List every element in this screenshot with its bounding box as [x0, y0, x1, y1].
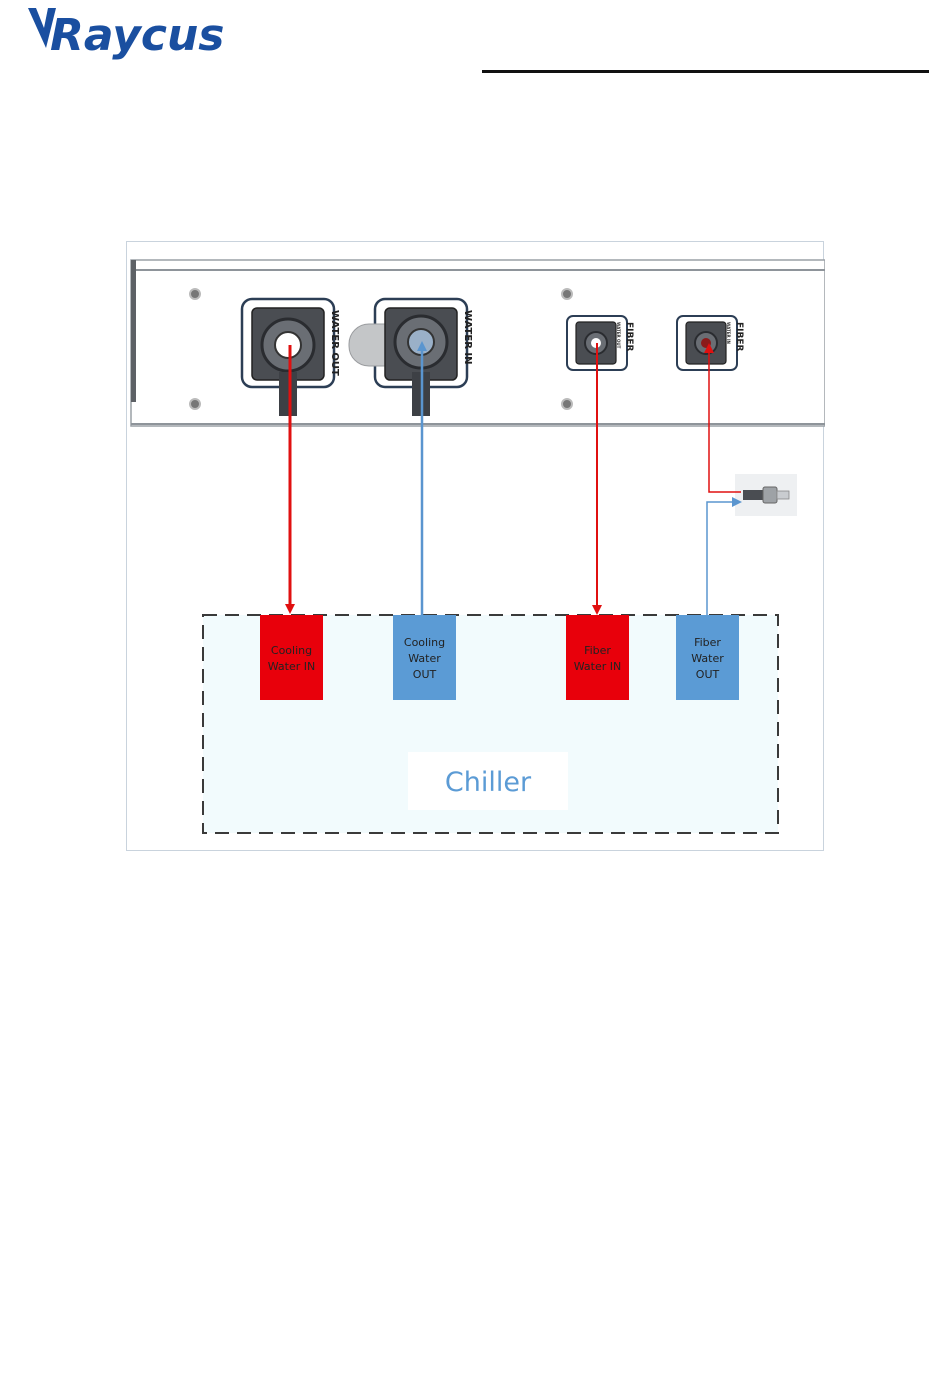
chiller-port-label-line: Cooling	[404, 636, 445, 649]
chiller-port-label-line: OUT	[413, 668, 437, 681]
fiber-water-out-port-label: FIBER	[624, 322, 634, 352]
fiber-water-in-port-label: FIBER	[734, 322, 744, 352]
chiller-port-label-line: Water	[408, 652, 441, 665]
chiller-port-fiber-water-in: Fiber Water IN	[566, 615, 629, 700]
chiller-port-label-line: Water IN	[268, 660, 316, 673]
screw	[562, 399, 572, 409]
chiller-port-cooling-water-out: Cooling Water OUT	[393, 615, 456, 700]
chiller-unit: Chiller Cooling Water IN Cooling Water O…	[203, 615, 778, 833]
chiller-port-label-line: Cooling	[271, 644, 312, 657]
laser-rear-panel: WATER OUT WATER IN FIBER WATER OUT	[131, 260, 825, 426]
screw	[190, 289, 200, 299]
screw	[562, 289, 572, 299]
chiller-port-label-line: Water IN	[574, 660, 622, 673]
chiller-port-label-line: Fiber	[584, 644, 611, 657]
fiber-water-in-port: FIBER WATER IN	[677, 316, 744, 370]
fiber-water-out-port-sublabel: WATER OUT	[616, 322, 621, 349]
chiller-port-fiber-water-out: Fiber Water OUT	[676, 615, 739, 700]
water-out-port-label: WATER OUT	[329, 310, 340, 376]
fiber-water-out-to-fiber-head	[707, 502, 737, 615]
logo-wordmark: Raycus	[50, 10, 225, 60]
page-header: Raycus	[0, 0, 950, 90]
header-rule	[482, 70, 929, 73]
fiber-water-in-port-sublabel: WATER IN	[726, 322, 731, 344]
raycus-logo: Raycus	[26, 4, 256, 60]
chiller-port-label-line: Fiber	[694, 636, 721, 649]
chiller-port-cooling-water-in: Cooling Water IN	[260, 615, 323, 700]
chiller-title: Chiller	[445, 767, 532, 798]
screw	[190, 399, 200, 409]
fiber-water-out-port: FIBER WATER OUT	[567, 316, 634, 370]
water-in-port-label: WATER IN	[462, 310, 473, 364]
fiber-head-connector	[735, 474, 797, 516]
chiller-port-label-line: Water	[691, 652, 724, 665]
diagram-canvas: WATER OUT WATER IN FIBER WATER OUT	[127, 242, 825, 852]
chiller-port-label-line: OUT	[696, 668, 720, 681]
chiller-connection-diagram: WATER OUT WATER IN FIBER WATER OUT	[126, 241, 824, 851]
